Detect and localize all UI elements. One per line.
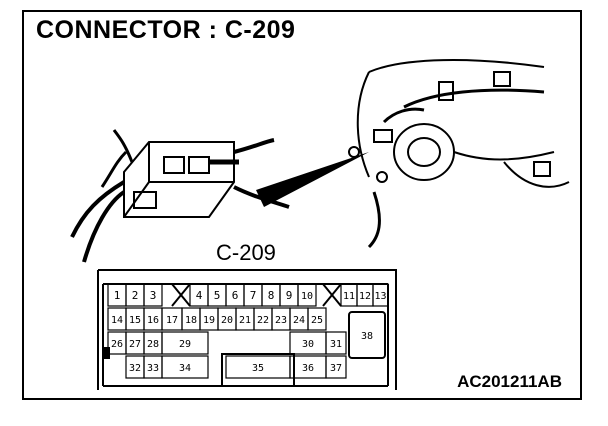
pin-number: 30	[302, 339, 314, 350]
pin-number: 29	[179, 339, 191, 350]
pin-number: 31	[330, 339, 342, 350]
pin-38: 38	[361, 331, 373, 342]
pin-number: 28	[147, 339, 159, 350]
pin-16: 16	[143, 307, 163, 331]
pin-number: 21	[239, 315, 251, 326]
pin-24: 24	[289, 307, 309, 331]
pin-number: 36	[302, 363, 314, 374]
pin-25: 25	[307, 307, 327, 331]
pin-22: 22	[253, 307, 273, 331]
pin-number: 25	[311, 315, 323, 326]
pin-10: 10	[297, 283, 317, 307]
pin-32: 32	[125, 355, 145, 379]
pin-number: 37	[330, 363, 342, 374]
pin-20: 20	[217, 307, 237, 331]
pin-number: 22	[257, 315, 269, 326]
pin-35: 35	[225, 355, 291, 379]
pin-number: 16	[147, 315, 159, 326]
pin-4: 4	[189, 283, 209, 307]
vehicle-harness-illustration	[348, 59, 570, 249]
pin-7: 7	[243, 283, 263, 307]
pin-number: 26	[111, 339, 123, 350]
pin-number: 7	[250, 289, 257, 302]
pin-15: 15	[125, 307, 145, 331]
pin-number: 27	[129, 339, 141, 350]
pin-23: 23	[271, 307, 291, 331]
pin-2: 2	[125, 283, 145, 307]
pin-8: 8	[261, 283, 281, 307]
pin-34: 34	[161, 355, 209, 379]
pin-number: 34	[179, 363, 191, 374]
pin-9: 9	[279, 283, 299, 307]
diagram-title: CONNECTOR : C-209	[36, 16, 296, 44]
pin-number: 19	[203, 315, 215, 326]
pin-29: 29	[161, 331, 209, 355]
pin-12: 12	[356, 283, 374, 307]
pin-28: 28	[143, 331, 163, 355]
pin-number: 20	[221, 315, 233, 326]
pin-number: 17	[166, 315, 178, 326]
connector-label: C-209	[216, 240, 276, 265]
pin-number: 10	[301, 291, 313, 302]
pin-number: 32	[129, 363, 141, 374]
pointer-arrow	[256, 152, 369, 207]
pin-number: 2	[132, 289, 139, 302]
pin-number: 8	[268, 289, 275, 302]
pin-6: 6	[225, 283, 245, 307]
figure-code: AC201211AB	[457, 372, 562, 391]
pin-number: 4	[196, 289, 203, 302]
pin-27: 27	[125, 331, 145, 355]
pin-number: 5	[214, 289, 221, 302]
pin-30: 30	[289, 331, 327, 355]
diagram-frame: CONNECTOR : C-209 C-209 AC201211AB	[22, 10, 582, 400]
pin-number: 33	[147, 363, 159, 374]
pin-number: 35	[252, 363, 264, 374]
pin-number: 12	[359, 291, 371, 302]
pin-13: 13	[372, 283, 389, 307]
pin-number: 15	[129, 315, 141, 326]
pin-number: 11	[343, 291, 355, 302]
pin-31: 31	[325, 331, 347, 355]
pin-19: 19	[199, 307, 219, 331]
pin-18: 18	[181, 307, 201, 331]
pin-number: 1	[114, 289, 121, 302]
pin-14: 14	[107, 307, 127, 331]
pin-21: 21	[235, 307, 255, 331]
pin-11: 11	[340, 283, 358, 307]
pin-17: 17	[161, 307, 183, 331]
pin-1: 1	[107, 283, 127, 307]
pin-number: 38	[361, 331, 373, 342]
pin-36: 36	[289, 355, 327, 379]
pin-26: 26	[107, 331, 127, 355]
pin-37: 37	[325, 355, 347, 379]
pin-number: 9	[286, 289, 293, 302]
pin-number: 23	[275, 315, 287, 326]
connector-housing-illustration	[70, 129, 290, 263]
pin-3: 3	[143, 283, 163, 307]
pin-number: 24	[293, 315, 305, 326]
pin-number: 18	[185, 315, 197, 326]
pin-number: 13	[374, 291, 386, 302]
pin-33: 33	[143, 355, 163, 379]
pin-number: 3	[150, 289, 157, 302]
pin-number: 14	[111, 315, 123, 326]
pin-number: 6	[232, 289, 239, 302]
pin-5: 5	[207, 283, 227, 307]
